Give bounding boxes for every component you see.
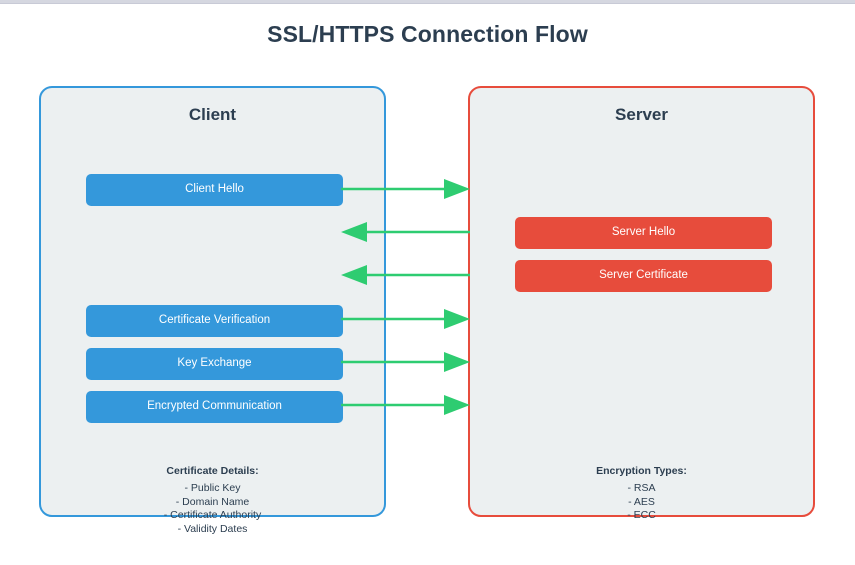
server-message-server-hello[interactable]: Server Hello <box>515 217 772 249</box>
server-panel-title: Server <box>615 105 668 124</box>
client-message-client-hello[interactable]: Client Hello <box>86 174 343 206</box>
encryption-types-item-aes: - AES <box>628 495 655 508</box>
encryption-types-note: Encryption Types: - RSA - AES - ECC <box>470 465 813 523</box>
certificate-details-note: Certificate Details: - Public Key - Doma… <box>41 465 384 536</box>
server-panel: Server Server Hello Server Certificate E… <box>468 86 815 521</box>
browser-chrome-bar <box>0 0 855 4</box>
page-title: SSL/HTTPS Connection Flow <box>267 21 588 47</box>
certificate-details-item-domain-name: - Domain Name <box>175 495 250 508</box>
client-panel: Client Client Hello Certificate Verifica… <box>39 86 386 535</box>
encryption-types-heading: Encryption Types: <box>596 465 687 477</box>
encryption-types-item-ecc: - ECC <box>627 509 656 521</box>
certificate-details-item-certificate-authority: - Certificate Authority <box>163 509 262 521</box>
certificate-details-item-public-key: - Public Key <box>184 482 241 494</box>
client-message-encrypted-communication[interactable]: Encrypted Communication <box>86 391 343 423</box>
client-message-certificate-verification[interactable]: Certificate Verification <box>86 305 343 337</box>
server-message-server-certificate[interactable]: Server Certificate <box>515 260 772 292</box>
client-panel-title: Client <box>188 105 237 124</box>
certificate-details-item-validity-dates: - Validity Dates <box>177 522 248 535</box>
certificate-details-heading: Certificate Details: <box>166 465 259 477</box>
encryption-types-item-rsa: - RSA <box>627 482 656 494</box>
client-message-key-exchange[interactable]: Key Exchange <box>86 348 343 380</box>
